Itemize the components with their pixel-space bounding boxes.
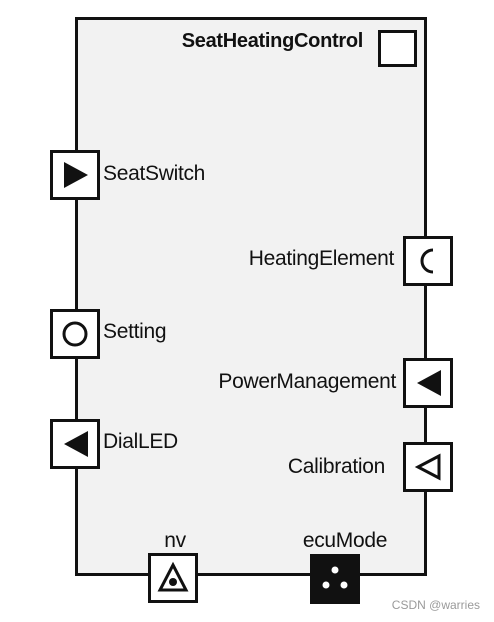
port-seatswitch-triangle-icon[interactable]: [50, 150, 100, 200]
filled-left-triangle-icon: [417, 370, 441, 396]
circle-icon: [62, 321, 88, 347]
port-ecumode-dots-icon[interactable]: [310, 554, 360, 604]
filled-left-triangle-icon: [64, 431, 88, 457]
port-label-nv: nv: [164, 529, 186, 552]
nv-triangle-icon: [157, 561, 189, 592]
port-heatingelement-arc-icon[interactable]: [403, 236, 453, 286]
dots-icon: [322, 566, 348, 589]
port-label-dialled: DialLED: [103, 430, 178, 453]
port-label-setting: Setting: [103, 320, 167, 343]
filled-right-triangle-icon: [64, 162, 88, 188]
port-calibration-triangle-icon[interactable]: [403, 442, 453, 492]
port-label-heatingelement: HeatingElement: [248, 247, 395, 270]
component-title: SeatHeatingControl: [181, 30, 364, 52]
outline-left-triangle-icon: [414, 453, 441, 481]
port-label-powermanagement: PowerManagement: [218, 370, 396, 393]
component-box: [75, 17, 427, 576]
port-label-ecumode: ecuMode: [302, 529, 388, 552]
port-nv-triangle-icon[interactable]: [148, 553, 198, 603]
port-powermanagement-triangle-icon[interactable]: [403, 358, 453, 408]
open-arc-icon: [420, 248, 434, 274]
port-label-calibration: Calibration: [287, 455, 385, 478]
port-setting-circle-icon[interactable]: [50, 309, 100, 359]
watermark: CSDN @warries: [391, 598, 480, 612]
port-dialled-triangle-icon[interactable]: [50, 419, 100, 469]
component-icon: [378, 30, 417, 67]
port-label-seatswitch: SeatSwitch: [103, 162, 206, 185]
